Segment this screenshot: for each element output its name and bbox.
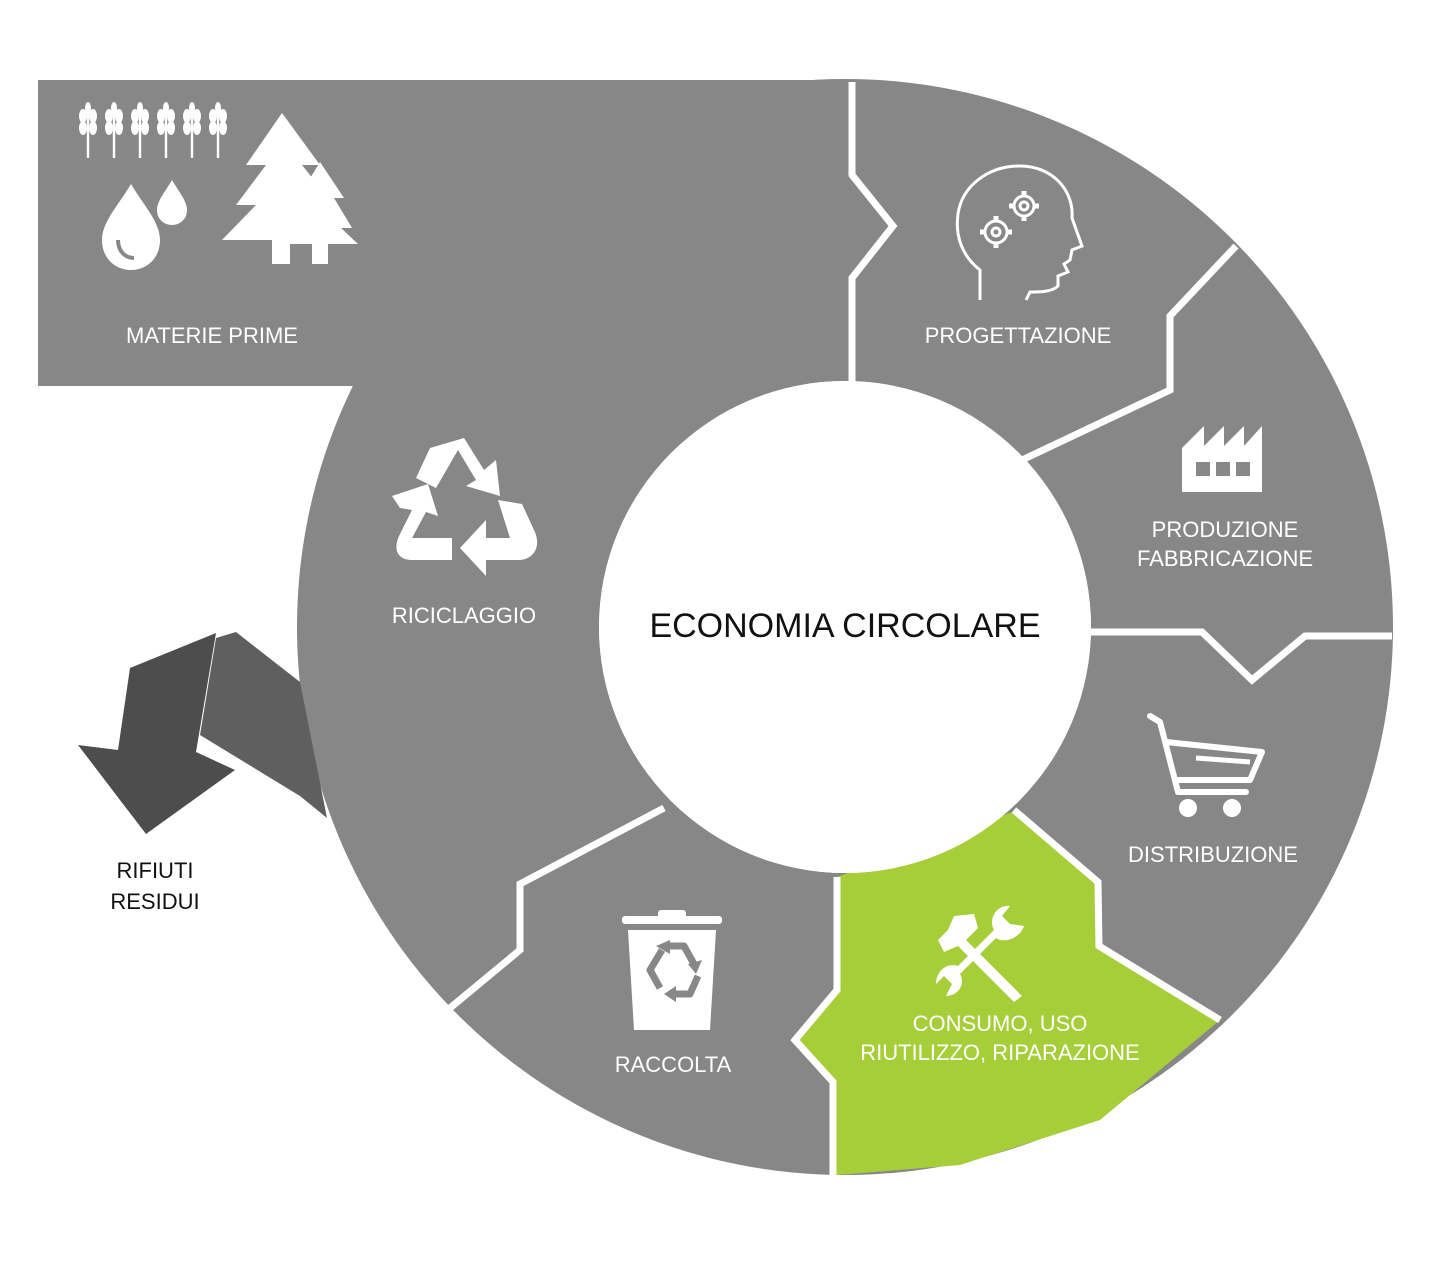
wheat-icon: [0, 0, 9, 52]
divider-consumo-raccolta: [790, 877, 841, 1180]
divider-raccolta-riciclaggio: [447, 804, 666, 1011]
divider-distribuzione-consumo: [1011, 807, 1222, 1023]
waste-arrow: [78, 632, 327, 834]
center-circle: [599, 381, 1091, 873]
divider-progettazione-left: [848, 82, 898, 384]
materie-prime-label: MATERIE PRIME: [126, 323, 298, 348]
shopping-cart-icon: [1147, 713, 1265, 817]
segment-dividers: [447, 82, 1392, 1180]
produzione-label-line1: PRODUZIONE: [1152, 517, 1299, 542]
factory-icon: [1182, 426, 1262, 492]
water-drops-icon: [102, 180, 187, 270]
head-gears-icon: [955, 164, 1084, 301]
trees-icon: [222, 113, 358, 264]
distribuzione-label: DISTRIBUZIONE: [1128, 842, 1298, 867]
produzione-label-line2: FABBRICAZIONE: [1137, 546, 1313, 571]
waste-arrow-band-front: [78, 633, 235, 834]
tools-icon: [936, 905, 1024, 1002]
consumo-label-line2: RIUTILIZZO, RIPARAZIONE: [860, 1040, 1140, 1065]
riciclaggio-label: RICICLAGGIO: [392, 603, 536, 628]
recycle-icon: [392, 438, 538, 576]
waste-arrow-band-back: [200, 632, 327, 818]
center-title: ECONOMIA CIRCOLARE: [649, 607, 1040, 645]
raccolta-label: RACCOLTA: [615, 1052, 732, 1077]
consumo-label-line1: CONSUMO, USO: [913, 1011, 1088, 1036]
waste-label-line2: RESIDUI: [110, 889, 199, 914]
consumo-segment-left[interactable]: [793, 877, 837, 1175]
progettazione-label: PROGETTAZIONE: [925, 323, 1112, 348]
waste-label-line1: RIFIUTI: [117, 858, 194, 883]
recycle-bin-icon: [622, 910, 722, 1030]
divider-progettazione-produzione: [1020, 243, 1239, 464]
consumo-segment[interactable]: [837, 812, 1220, 1175]
divider-produzione-distribuzione: [1090, 628, 1392, 685]
